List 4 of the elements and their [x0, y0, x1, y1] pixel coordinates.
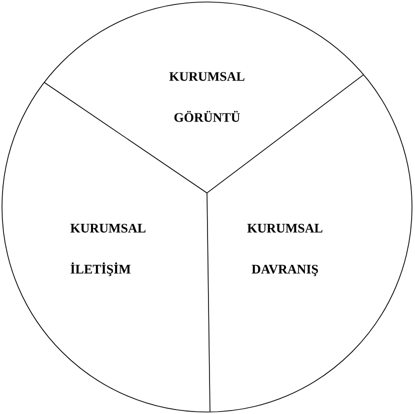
circle [2, 2, 412, 412]
sector-label: KURUMSAL GÖRÜNTÜ [169, 72, 244, 122]
sector-label: KURUMSAL DAVRANIŞ [247, 224, 322, 276]
sector-label: KURUMSAL İLETİŞİM [70, 224, 146, 276]
